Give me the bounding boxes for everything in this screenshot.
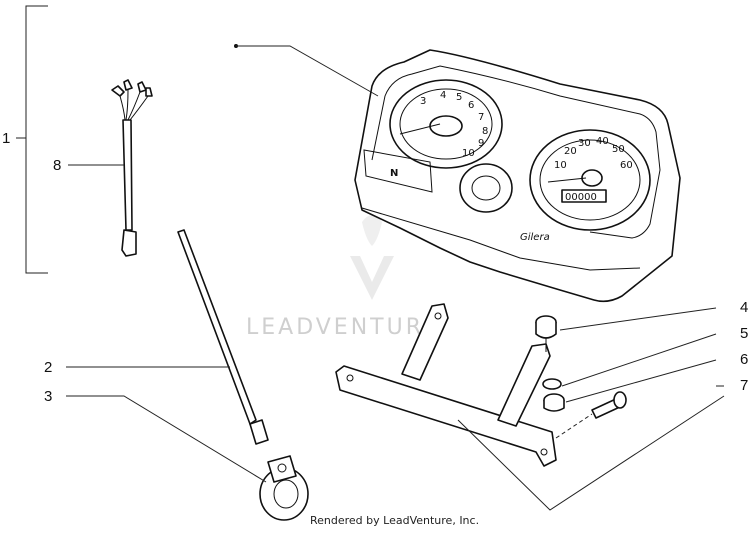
tach-label-3: 3 (420, 96, 426, 107)
callout-2: 2 (44, 359, 52, 376)
speedo-label-10: 10 (554, 160, 567, 171)
leader-cluster (236, 45, 379, 97)
speedo-label-20: 20 (564, 146, 577, 157)
leader-7 (555, 413, 593, 439)
cable-drive (259, 455, 309, 521)
speedo-needle (547, 177, 587, 183)
brand-logo-text: Gilera (520, 232, 550, 243)
mounting-bracket (335, 303, 557, 467)
callout-1: 1 (2, 130, 10, 147)
speedo-label-60: 60 (620, 160, 633, 171)
callout-5: 5 (740, 325, 748, 342)
callout-8: 8 (53, 157, 61, 174)
instrument-cluster: 3 4 5 6 7 8 9 10 N 10 20 30 40 50 60 000… (354, 49, 681, 303)
tach-label-7: 7 (478, 112, 484, 123)
rubber-grommet (535, 315, 557, 352)
watermark-text: LEADVENTURE (246, 315, 441, 340)
center-knob (459, 163, 513, 213)
speedo-label-40: 40 (596, 136, 609, 147)
neutral-indicator: N (390, 168, 398, 179)
tach-label-9: 9 (478, 138, 484, 149)
nut (543, 393, 565, 412)
tach-needle (399, 123, 441, 135)
leader-4 (559, 307, 717, 331)
callout-7: 7 (740, 377, 748, 394)
callout-4: 4 (740, 299, 748, 316)
callout-3: 3 (44, 388, 52, 405)
speedo-label-50: 50 (612, 144, 625, 155)
kit-bracket-line (16, 5, 48, 274)
tach-label-4: 4 (440, 90, 446, 101)
leader-6 (565, 359, 717, 403)
leader-bracket (457, 395, 725, 511)
watermark-logo (350, 215, 394, 300)
speedometer-cable (177, 229, 269, 445)
washer (542, 378, 562, 390)
leader-5 (561, 333, 717, 387)
tach-label-6: 6 (468, 100, 474, 111)
speedo-label-30: 30 (578, 138, 591, 149)
callout-6: 6 (740, 351, 748, 368)
odometer-window (561, 189, 607, 203)
tach-label-8: 8 (482, 126, 488, 137)
tach-label-10: 10 (462, 148, 475, 159)
tach-label-5: 5 (456, 92, 462, 103)
screw (591, 391, 627, 419)
indicator-panel (363, 149, 433, 193)
wiring-harness (111, 79, 153, 257)
render-credit: Rendered by LeadVenture, Inc. (310, 514, 479, 527)
odometer-digits: 00000 (565, 192, 597, 203)
leader-3 (66, 395, 267, 483)
